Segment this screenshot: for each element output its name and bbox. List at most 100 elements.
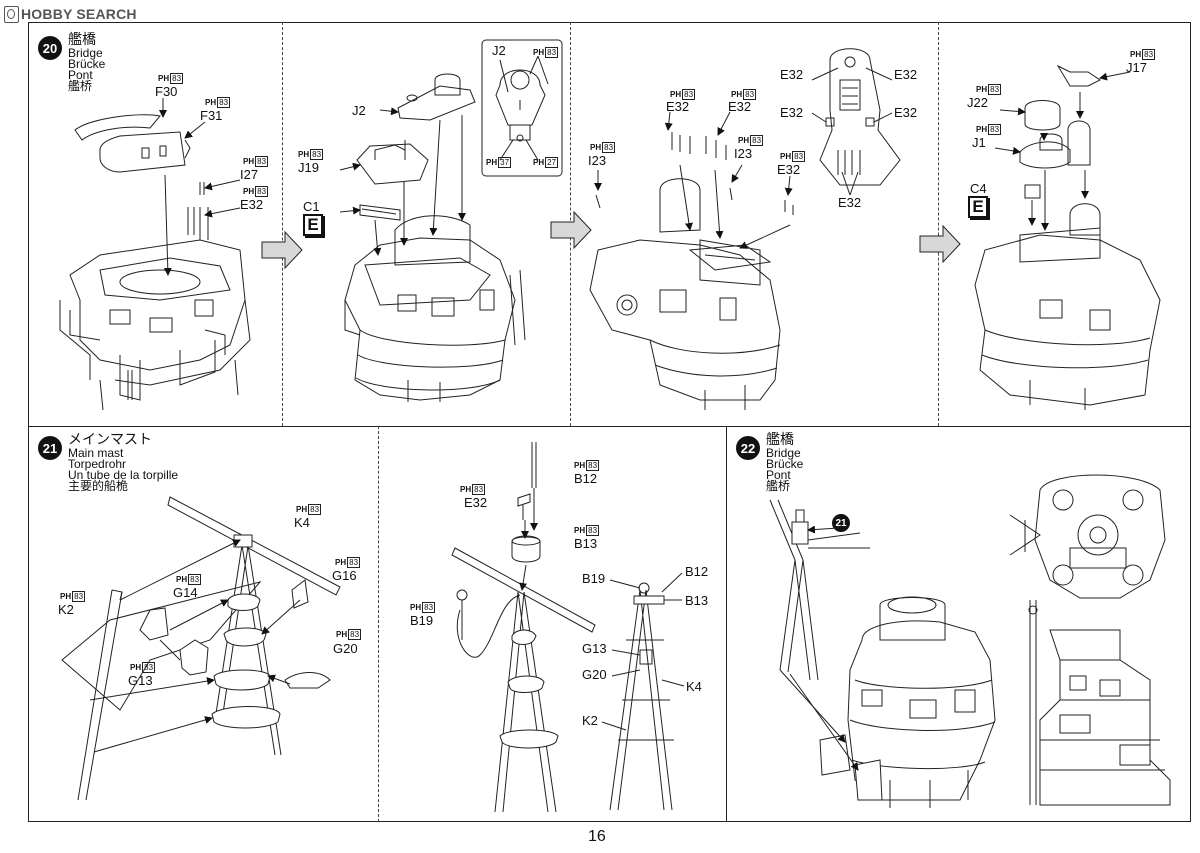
step-20-cn: 艦桥 (68, 79, 93, 93)
part-label-b12: B12 (685, 564, 709, 579)
step-22-de: Brücke (766, 457, 804, 471)
step-22-title: 艦橋 Bridge Brücke Pont 艦桥 (766, 432, 803, 492)
part-label-j22: J22 (967, 95, 988, 110)
part-label-e32: E32 (728, 99, 752, 114)
step-21-en: Main mast (68, 446, 124, 460)
step-21-cn: 主要的船桅 (68, 479, 129, 493)
step-21-de: Torpedrohr (68, 457, 127, 471)
part-label-b13: B13 (574, 536, 598, 551)
part-label-e32: E32 (780, 67, 804, 82)
step-21-fr: Un tube de la torpille (68, 468, 179, 482)
row-divider (28, 426, 1191, 427)
instruction-frame (28, 22, 1191, 822)
step-20-de: Brücke (68, 57, 106, 71)
part-label-c1: C1 (303, 199, 320, 214)
step-20-fr: Pont (68, 68, 93, 82)
panel-divider (378, 426, 379, 822)
process-arrows (261, 210, 961, 270)
panel-divider (282, 22, 283, 426)
part-label-k4: K4 (686, 679, 702, 694)
part-label-k4: K4 (294, 515, 310, 530)
part-label-g14: G14 (173, 585, 198, 600)
step-21-jp: メインマスト (68, 432, 152, 448)
part-label-g20: G20 (333, 641, 358, 656)
part-label-e32: E32 (780, 105, 804, 120)
step-22-number: 22 (736, 436, 760, 460)
part-label-g20: G20 (582, 667, 607, 682)
step-22-jp: 艦橋 (766, 432, 794, 448)
part-label-e32: E32 (666, 99, 690, 114)
step-20-en: Bridge (68, 46, 103, 60)
part-label-f31: F31 (200, 108, 223, 123)
part-label-j2: J2 (352, 103, 366, 118)
part-label-j17: J17 (1126, 60, 1147, 75)
step-divider (726, 426, 727, 822)
e-mark: E (303, 214, 323, 236)
step-22-en: Bridge (766, 446, 801, 460)
bridge-assembly-3 (589, 48, 901, 410)
part-label-b19: B19 (410, 613, 434, 628)
part-label-j1: J1 (972, 135, 986, 150)
part-label-e32: E32 (894, 105, 918, 120)
step-20-number: 20 (38, 36, 62, 60)
part-label-e32: E32 (464, 495, 488, 510)
step-22-cn: 艦桥 (766, 479, 791, 493)
part-label-e32: E32 (777, 162, 801, 177)
panel-divider (938, 22, 939, 426)
hobby-search-logo: HOBBY SEARCH (4, 4, 137, 24)
logo-text: HOBBY SEARCH (21, 6, 137, 22)
main-mast-assembly (451, 442, 674, 813)
step-20-jp: 艦橋 (68, 32, 96, 48)
part-label-g13: G13 (582, 641, 607, 656)
bridge-assembly-1 (59, 114, 251, 411)
part-label-i23: I23 (588, 153, 607, 168)
part-label-k2: K2 (582, 713, 598, 728)
part-label-e32: E32 (894, 67, 918, 82)
step-22-fr: Pont (766, 468, 791, 482)
part-label-g16: G16 (332, 568, 357, 583)
step-21-reference: 21 (832, 514, 850, 532)
page-number: 16 (588, 828, 606, 845)
step-21-number: 21 (38, 436, 62, 460)
part-label-k2: K2 (58, 602, 74, 617)
bridge-assembly-4 (974, 64, 1161, 410)
step-21-title: メインマスト Main mast Torpedrohr Un tube de l… (68, 432, 178, 492)
part-label-j2: J2 (492, 43, 506, 58)
part-label-j19: J19 (298, 160, 319, 175)
part-label-i27: I27 (240, 167, 259, 182)
main-mast-exploded (61, 496, 341, 801)
part-label-i23: I23 (734, 146, 753, 161)
part-label-g13: G13 (128, 673, 153, 688)
bridge-final-assembly (769, 474, 1171, 808)
part-label-b12: B12 (574, 471, 598, 486)
part-label-e32: E32 (240, 197, 264, 212)
part-label-c4: C4 (970, 181, 987, 196)
part-label-b19: B19 (582, 571, 606, 586)
